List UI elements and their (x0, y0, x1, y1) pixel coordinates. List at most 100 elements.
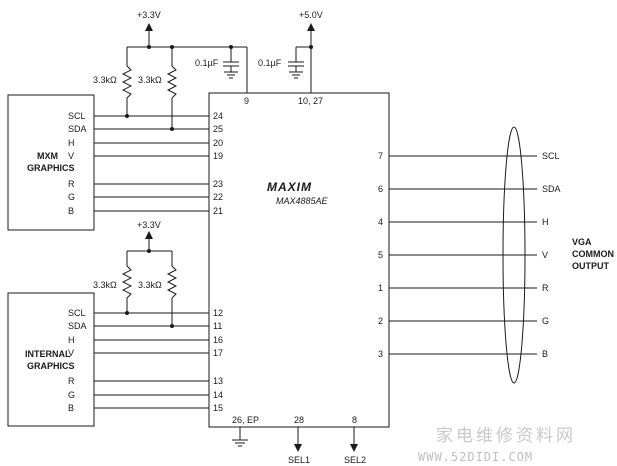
internal-signal-row: SCL 12 (68, 308, 223, 318)
mxm-signal-row: B 21 (68, 206, 223, 216)
internal-title-line2: GRAPHICS (27, 361, 75, 371)
supply-3v3-bottom: +3.3V (127, 220, 172, 253)
capacitor-c1: 0.1µF (195, 46, 248, 93)
ic-part-number: MAX4885AE (276, 196, 329, 206)
ic-pin-bottom-mid: 28 (294, 415, 304, 425)
mxm-title-line1: MXM (37, 151, 58, 161)
ic-right-pin-number: 3 (378, 349, 383, 359)
mxm-signal-label: R (68, 179, 75, 189)
vga-label-line1: VGA (572, 237, 592, 247)
internal-signal-label: SCL (68, 308, 86, 318)
mxm-pin-number: 23 (213, 179, 223, 189)
internal-signal-label: R (68, 376, 75, 386)
mxm-pin-number: 25 (213, 124, 223, 134)
mxm-pin-number: 22 (213, 192, 223, 202)
ic-right-pin-number: 6 (378, 184, 383, 194)
resistor-r1: 3.3kΩ (93, 47, 133, 118)
internal-signal-label: H (68, 335, 75, 345)
internal-pin-number: 11 (213, 321, 222, 331)
sel2-label: SEL2 (344, 455, 366, 465)
internal-pin-number: 16 (213, 335, 223, 345)
cable-bundle (502, 126, 526, 384)
supply-3v3-top-label: +3.3V (137, 10, 161, 20)
supply-5v-label: +5.0V (299, 10, 323, 20)
vga-label-line3: OUTPUT (572, 261, 610, 271)
resistor-r1-label: 3.3kΩ (93, 75, 117, 85)
watermark: 家电维修资料网 WWW.52DIDI.COM (418, 426, 576, 464)
internal-pin-number: 17 (213, 348, 223, 358)
resistor-r3: 3.3kΩ (93, 251, 133, 315)
vga-output-row: 7 SCL (378, 151, 560, 161)
vga-output-signal-label: SCL (542, 151, 560, 161)
supply-3v3-bottom-label: +3.3V (137, 220, 161, 230)
resistor-r3-label: 3.3kΩ (93, 280, 117, 290)
ic-right-pin-number: 1 (378, 283, 383, 293)
mxm-graphics-block: MXM GRAPHICS (7, 94, 95, 231)
vga-output-signal-label: G (542, 316, 549, 326)
internal-signal-row: SDA 11 (68, 321, 222, 331)
ic-right-pin-number: 7 (378, 151, 383, 161)
internal-signal-label: V (68, 348, 74, 358)
internal-pin-number: 12 (213, 308, 223, 318)
ic-right-pin-number: 2 (378, 316, 383, 326)
mxm-signal-label: B (68, 206, 74, 216)
mxm-signal-label: V (68, 151, 74, 161)
sel1-pin: SEL1 (288, 427, 310, 465)
capacitor-c2: 0.1µF (258, 47, 304, 79)
ic-pin-top-right: 10, 27 (298, 96, 323, 106)
mxm-signal-row: H 20 (68, 138, 223, 148)
internal-signal-row: H 16 (68, 335, 223, 345)
capacitor-c1-label: 0.1µF (195, 58, 219, 68)
maxim-logo: MAXIM (267, 180, 312, 194)
vga-output-row: 6 SDA (378, 184, 561, 194)
mxm-pin-number: 21 (213, 206, 223, 216)
internal-signal-row: G 14 (68, 390, 223, 400)
vga-output-signal-label: V (542, 250, 548, 260)
resistor-r4-label: 3.3kΩ (138, 280, 162, 290)
supply-3v3-top: +3.3V (127, 10, 233, 49)
ic-max4885ae: 9 10, 27 MAXIM MAX4885AE 26, EP 28 8 (208, 92, 390, 428)
resistor-r2-label: 3.3kΩ (138, 75, 162, 85)
mxm-title-line2: GRAPHICS (27, 163, 75, 173)
vga-output-signal-label: R (542, 283, 549, 293)
mxm-pin-number: 24 (213, 111, 223, 121)
sel2-pin: SEL2 (344, 427, 366, 465)
vga-output-label: VGA COMMON OUTPUT (572, 237, 614, 271)
internal-pin-number: 14 (213, 390, 223, 400)
mxm-signal-row: SDA 25 (68, 124, 223, 134)
mxm-signal-row: R 23 (68, 179, 223, 189)
internal-signal-label: SDA (68, 321, 87, 331)
vga-output-signal-label: H (542, 217, 549, 227)
vga-label-line2: COMMON (572, 249, 614, 259)
watermark-line2: WWW.52DIDI.COM (418, 450, 533, 464)
internal-signal-label: G (68, 390, 75, 400)
internal-signal-row: V 17 (68, 348, 223, 358)
ic-pin-bottom-right: 8 (352, 415, 357, 425)
watermark-line1: 家电维修资料网 (436, 426, 576, 446)
internal-pin-number: 13 (213, 376, 223, 386)
resistor-r2: 3.3kΩ (138, 47, 178, 131)
supply-5v: +5.0V (296, 10, 323, 93)
mxm-signal-label: SDA (68, 124, 87, 134)
vga-output-signal-label: SDA (542, 184, 561, 194)
ic-right-pin-number: 5 (378, 250, 383, 260)
sel1-label: SEL1 (288, 455, 310, 465)
internal-graphics-block: INTERNAL GRAPHICS (7, 292, 95, 427)
mxm-signal-label: G (68, 192, 75, 202)
resistor-r4: 3.3kΩ (138, 251, 178, 328)
mxm-pin-number: 20 (213, 138, 223, 148)
internal-pin-number: 15 (213, 403, 223, 413)
mxm-signal-label: H (68, 138, 75, 148)
